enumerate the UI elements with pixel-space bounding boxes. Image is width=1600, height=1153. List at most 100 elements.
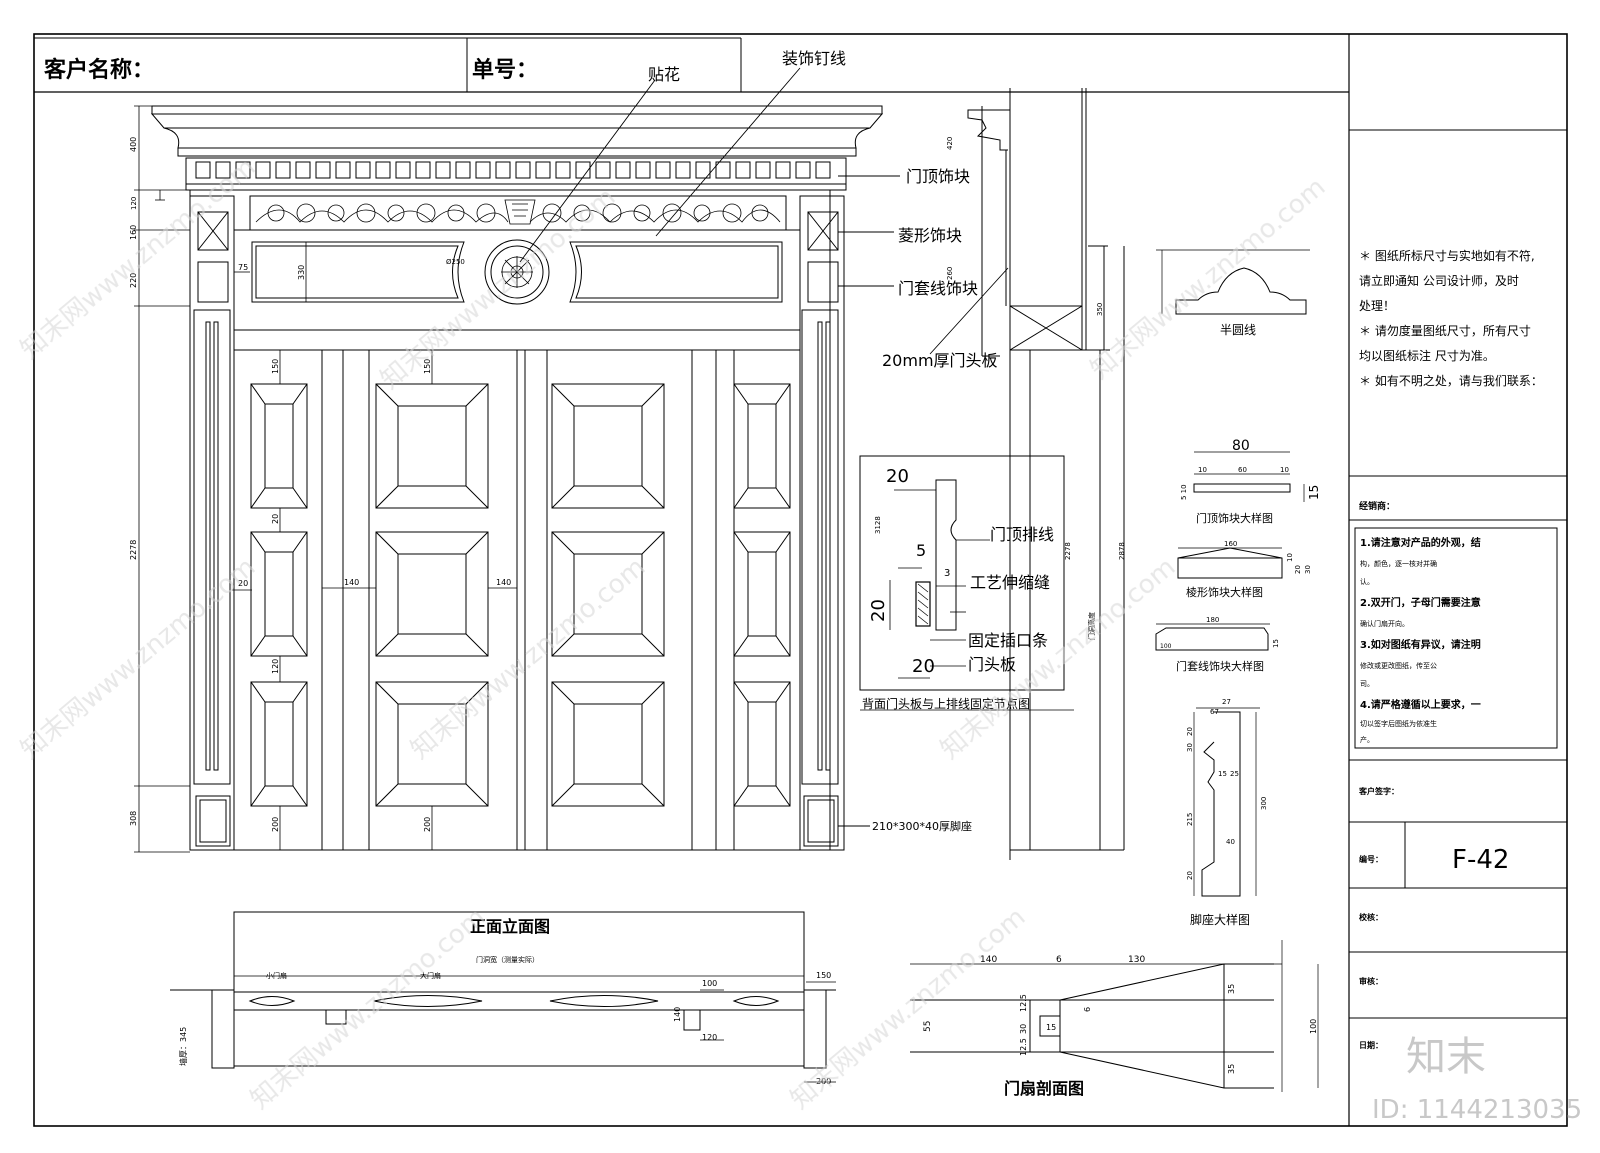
front-dimension-lines [134,105,517,853]
svg-text:产。: 产。 [1360,735,1374,744]
svg-text:知末网www.znzmo.com: 知末网www.znzmo.com [245,902,491,1115]
semicircle-profile-title: 半圆线 [1220,323,1256,337]
svg-text:知末网www.znzmo.com: 知末网www.znzmo.com [1085,172,1331,385]
svg-text:司。: 司。 [1360,680,1374,688]
svg-text:100: 100 [1160,643,1172,650]
watermark-logo: 知末 [1406,1034,1486,1080]
svg-text:均以图纸标注 尺寸为准。: 均以图纸标注 尺寸为准。 [1359,348,1495,363]
svg-text:3.如对图纸有异议，请注明: 3.如对图纸有异议，请注明 [1360,638,1481,651]
svg-text:30: 30 [1186,743,1194,752]
svg-text:200: 200 [271,817,280,832]
svg-text:＊ 请勿度量图纸尺寸，所有尺寸: ＊ 请勿度量图纸尺寸，所有尺寸 [1359,323,1531,338]
svg-text:切以签字后图纸为依准生: 切以签字后图纸为依准生 [1360,719,1437,728]
svg-text:150: 150 [423,359,432,374]
svg-text:2878: 2878 [1118,542,1126,560]
svg-text:25: 25 [1230,770,1239,778]
leaf-section-title: 门扇剖面图 [1004,1079,1084,1098]
order-number-label: 单号： [472,58,538,83]
svg-text:2278: 2278 [1064,542,1072,560]
plinth-callout: 210*300*40厚脚座 [872,819,972,833]
svg-text:6: 6 [1056,955,1062,965]
svg-text:35: 35 [1227,1064,1236,1074]
svg-text:300: 300 [1260,797,1268,810]
svg-text:30: 30 [1304,565,1312,574]
sheet-frame [33,33,1568,1127]
carved-frieze-ornament [255,199,781,225]
dealer-label: 经销商： [1359,500,1395,512]
svg-text:20: 20 [1186,727,1194,736]
top-block-callout: 门顶饰块 [906,167,970,186]
svg-text:215: 215 [1186,813,1194,826]
svg-text:15: 15 [1307,485,1321,500]
svg-text:120: 120 [271,659,280,674]
svg-text:4.请严格遵循以上要求，一: 4.请严格遵循以上要求，一 [1360,698,1481,711]
svg-text:120: 120 [130,197,138,210]
svg-text:100: 100 [1309,1019,1318,1034]
svg-text:140: 140 [496,578,511,587]
title-block [1349,129,1567,1019]
customer-name-label: 客户名称： [44,57,154,83]
dentil-row [195,161,831,179]
svg-text:Ø250: Ø250 [446,258,465,266]
svg-text:小门扇: 小门扇 [266,971,287,980]
svg-text:20: 20 [912,656,935,677]
medallion-rosette [501,256,533,288]
customer-sign-label: 客户签字： [1358,786,1399,796]
svg-text:150: 150 [816,971,831,980]
applique-callout: 贴花 [648,65,680,84]
review-label: 审核： [1359,976,1383,986]
date-label: 日期： [1359,1040,1383,1050]
nail-line-callout: 装饰钉线 [782,49,846,68]
detail-label-expansion-joint: 工艺伸缩缝 [970,573,1050,592]
casing-block-detail-title: 门套线饰块大样图 [1176,659,1264,673]
svg-text:6: 6 [1083,1007,1092,1012]
svg-text:140: 140 [980,955,997,965]
svg-text:60: 60 [1238,466,1247,474]
svg-text:知末网www.znzmo.com: 知末网www.znzmo.com [15,552,261,765]
detail-label-top-line: 门顶排线 [990,525,1054,544]
svg-text:400: 400 [129,137,138,152]
svg-text:330: 330 [297,265,306,280]
svg-text:修改或更改图纸，传至公: 修改或更改图纸，传至公 [1360,661,1437,670]
diamond-block-detail-title: 棱形饰块大样图 [1186,585,1263,599]
svg-text:140: 140 [344,578,359,587]
svg-text:35: 35 [1227,984,1236,994]
svg-text:30: 30 [1019,1024,1028,1034]
svg-text:2.双开门，子母门需要注意: 2.双开门，子母门需要注意 [1360,596,1481,609]
svg-text:15: 15 [1046,1023,1056,1032]
watermark-layer: 知末网www.znzmo.com 知末网www.znzmo.com 知末网www… [15,152,1331,1115]
right-main-leaf-panels [551,383,665,807]
svg-text:27: 27 [1222,698,1231,706]
svg-text:10: 10 [1198,466,1207,474]
svg-text:2278: 2278 [129,540,138,560]
svg-text:10: 10 [1286,553,1294,562]
number-label: 编号： [1359,854,1383,864]
svg-text:门洞宽（测量实际）: 门洞宽（测量实际） [476,955,539,964]
left-side-leaf-panels [250,383,308,807]
svg-text:100: 100 [702,979,717,988]
svg-text:80: 80 [1232,438,1250,454]
svg-text:67: 67 [1210,708,1219,716]
svg-text:15: 15 [1272,639,1280,648]
svg-text:门洞高度: 门洞高度 [1087,612,1096,640]
svg-text:20: 20 [1186,871,1194,880]
svg-text:200: 200 [423,817,432,832]
svg-text:＊ 图纸所标尺寸与实地如有不符,: ＊ 图纸所标尺寸与实地如有不符, [1359,248,1535,263]
svg-text:75: 75 [238,263,248,272]
side-section [967,88,1125,860]
svg-text:420: 420 [946,137,954,150]
svg-text:大门扇: 大门扇 [420,971,441,980]
front-elevation-title: 正面立面图 [470,917,550,936]
svg-text:＊ 如有不明之处，请与我们联系：: ＊ 如有不明之处，请与我们联系： [1359,373,1543,388]
detail-node [859,455,1074,711]
svg-text:知末网www.znzmo.com: 知末网www.znzmo.com [405,552,651,765]
svg-text:1.请注意对产品的外观，结: 1.请注意对产品的外观，结 [1360,536,1481,549]
svg-text:55: 55 [923,1021,933,1032]
svg-text:130: 130 [1128,955,1145,965]
svg-text:12.5: 12.5 [1019,1038,1028,1056]
casing-block-callout: 门套线饰块 [898,279,978,298]
detail-node-title: 背面门头板与上排线固定节点图 [862,696,1030,711]
svg-text:120: 120 [702,1033,717,1042]
svg-text:10: 10 [1280,466,1289,474]
